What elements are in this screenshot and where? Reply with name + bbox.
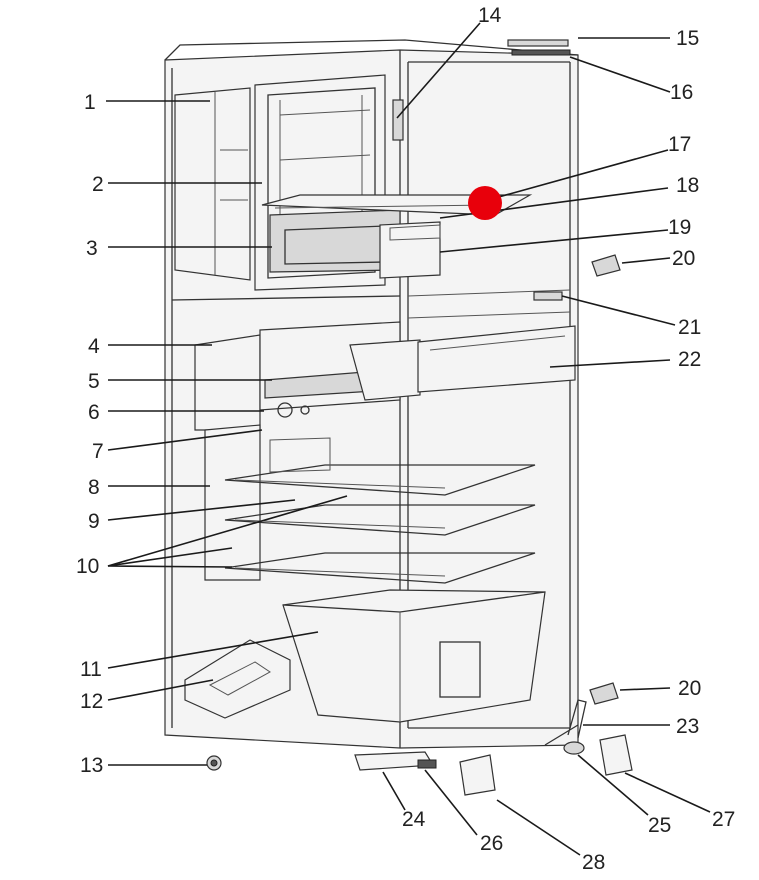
callout-10: 10 — [76, 555, 99, 578]
freezer-back-panel — [174, 87, 251, 281]
callout-26: 26 — [480, 832, 503, 855]
leader-lines — [106, 22, 711, 856]
callout-5: 5 — [88, 370, 100, 393]
callout-23: 23 — [676, 715, 699, 738]
callout-1: 1 — [84, 91, 96, 114]
crisper-drawer — [282, 589, 546, 723]
callout-3: 3 — [86, 237, 98, 260]
callout-19: 19 — [668, 216, 691, 239]
callout-22: 22 — [678, 348, 701, 371]
crisper-cover — [417, 325, 576, 393]
red-marker-dot — [468, 186, 502, 220]
callout-9: 9 — [88, 510, 100, 533]
callout-14: 14 — [478, 4, 502, 27]
callout-20-bottom: 20 — [678, 677, 701, 700]
callout-8: 8 — [88, 476, 100, 499]
callout-27: 27 — [712, 808, 735, 831]
callout-15: 15 — [676, 27, 699, 50]
callout-12: 12 — [80, 690, 103, 713]
ice-tray — [269, 209, 441, 279]
callout-17: 17 — [668, 133, 691, 156]
freezer-shelf — [261, 194, 533, 241]
callout-21: 21 — [678, 316, 701, 339]
callout-7: 7 — [92, 440, 104, 463]
small-parts — [206, 254, 633, 796]
callout-24: 24 — [402, 808, 426, 831]
callout-16: 16 — [670, 81, 693, 104]
callout-labels: 1 2 3 4 5 6 7 8 9 10 11 12 13 14 15 16 1… — [76, 4, 735, 874]
callout-13: 13 — [80, 754, 103, 777]
callout-2: 2 — [92, 173, 104, 196]
fridge-duct-assembly — [194, 321, 421, 431]
fridge-shelves — [204, 424, 536, 584]
callout-4: 4 — [88, 335, 100, 358]
callout-25: 25 — [648, 814, 671, 837]
callout-6: 6 — [88, 401, 100, 424]
callout-20-top: 20 — [672, 247, 695, 270]
callout-18: 18 — [676, 174, 699, 197]
top-hinge-parts — [392, 39, 571, 141]
callout-28: 28 — [582, 851, 605, 874]
insulation-block — [184, 639, 291, 719]
callout-11: 11 — [80, 658, 102, 681]
